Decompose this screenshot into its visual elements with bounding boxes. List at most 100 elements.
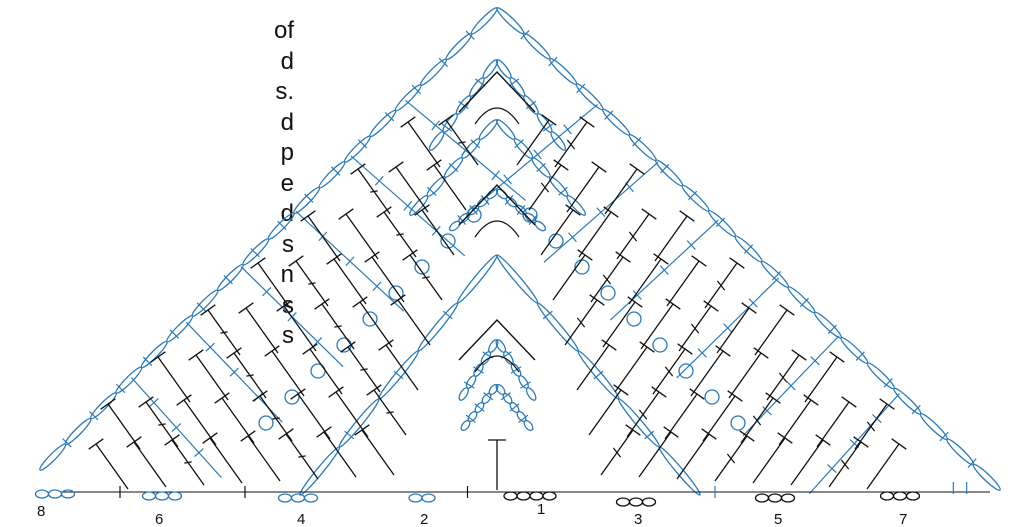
double-crochet-t — [284, 306, 316, 351]
chain-oval — [317, 160, 347, 190]
chain-oval — [444, 31, 474, 61]
blue-stitch-rows — [38, 6, 1002, 497]
chain-oval — [521, 31, 552, 61]
chain-oval — [266, 211, 296, 241]
double-crochet-t — [641, 304, 673, 349]
double-crochet-top — [702, 429, 717, 439]
chain-oval — [139, 339, 169, 369]
double-crochet-t — [667, 261, 699, 306]
slip-stitch-tick — [828, 325, 836, 334]
double-crochet-t — [867, 444, 899, 489]
chain-oval — [548, 56, 579, 86]
double-crochet-top — [289, 256, 304, 266]
chain-oval — [342, 134, 372, 164]
row-label-1: 1 — [537, 501, 545, 518]
chain-oval — [241, 237, 271, 267]
slip-stitch-tick — [394, 371, 403, 379]
slip-stitch-tick — [772, 271, 780, 280]
slip-stitch-tick — [564, 125, 572, 134]
foundation-chain-oval — [782, 494, 795, 502]
chain-oval — [298, 445, 342, 497]
black-stitch-rows — [89, 72, 907, 490]
double-crochet-top — [317, 427, 332, 437]
double-crochet-t — [579, 212, 611, 257]
double-crochet-t — [615, 347, 647, 392]
chain-oval — [416, 301, 460, 353]
slip-stitch-tick — [305, 194, 314, 202]
slip-stitch-tick — [432, 121, 440, 130]
double-crochet-top — [792, 350, 807, 360]
foundation-chain-oval — [279, 494, 292, 502]
slip-stitch-tick — [594, 371, 603, 379]
double-crochet-t — [677, 434, 709, 479]
row-label-3: 3 — [634, 511, 642, 527]
double-crochet-t — [553, 255, 585, 300]
double-crochet-t — [577, 345, 609, 390]
double-crochet-top — [239, 303, 254, 313]
chain-oval — [918, 412, 949, 442]
double-crochet-bar — [422, 277, 429, 278]
double-crochet-t — [184, 400, 216, 445]
double-crochet-t — [134, 442, 166, 487]
chain-oval — [419, 57, 449, 87]
foundation-chain-oval — [643, 498, 656, 506]
double-crochet-t — [222, 398, 254, 443]
slip-stitch-tick — [278, 221, 287, 229]
chain-oval — [495, 6, 526, 36]
chain-oval — [525, 386, 538, 401]
slip-stitch-tick — [661, 164, 669, 173]
double-crochet-t — [791, 440, 823, 485]
double-crochet-top — [89, 439, 104, 449]
chain-oval — [627, 133, 658, 163]
double-crochet-top — [842, 397, 857, 407]
foundation-chain-oval — [881, 492, 894, 500]
cluster-loop — [653, 338, 667, 352]
foundation-chain-oval — [305, 494, 318, 502]
double-crochet-top — [730, 258, 745, 268]
double-crochet-top — [203, 433, 218, 443]
double-crochet-t — [346, 214, 378, 259]
foundation-chain-oval — [143, 492, 156, 500]
double-crochet-t — [386, 345, 418, 390]
double-crochet-top — [151, 352, 166, 362]
foundation-chain-oval — [894, 492, 907, 500]
black-arch-inner — [475, 221, 519, 237]
slip-stitch-tick — [197, 303, 206, 311]
double-crochet-t — [817, 402, 849, 447]
chain-oval — [533, 220, 547, 233]
foundation-chain-oval — [756, 494, 769, 502]
double-crochet-bar — [360, 369, 367, 370]
chain-oval — [89, 391, 119, 421]
chain-oval — [457, 386, 470, 401]
chain-oval — [459, 419, 471, 432]
double-crochet-top — [339, 209, 354, 219]
chain-oval — [945, 437, 976, 467]
row-label-5: 5 — [774, 511, 782, 527]
chain-oval — [574, 82, 605, 112]
foundation-chain-oval — [36, 490, 49, 498]
double-crochet-t — [755, 310, 787, 355]
double-crochet-top — [830, 352, 845, 362]
slip-stitch-tick — [716, 218, 724, 227]
double-crochet-t — [334, 259, 366, 304]
double-crochet-t — [362, 430, 394, 475]
chain-oval — [654, 158, 685, 188]
chain-oval — [190, 288, 220, 318]
double-crochet-bar — [308, 283, 315, 284]
double-crochet-t — [717, 308, 749, 353]
double-crochet-t — [729, 353, 761, 398]
cluster-loop — [285, 390, 299, 404]
chain-oval — [616, 397, 661, 449]
chain-oval — [707, 209, 738, 239]
double-crochet-bar — [184, 462, 191, 463]
double-crochet-top — [127, 437, 142, 447]
double-crochet-t — [246, 308, 278, 353]
chain-oval — [786, 285, 817, 315]
double-crochet-bar — [458, 142, 465, 143]
double-crochet-t — [310, 349, 342, 394]
row-label-4: 4 — [297, 511, 305, 527]
double-crochet-bar — [220, 332, 227, 333]
foundation-chain-oval — [292, 494, 305, 502]
double-crochet-t — [298, 394, 330, 439]
